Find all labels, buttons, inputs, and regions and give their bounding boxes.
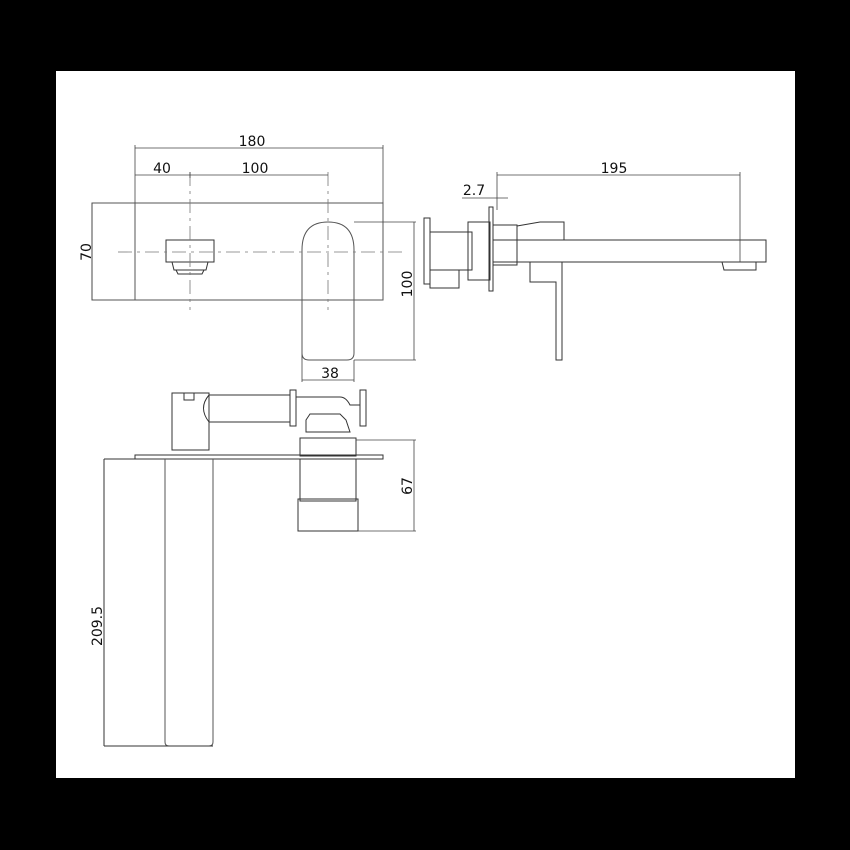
dim-spout-projection: 195 [601,161,628,177]
dim-spout-to-handle: 100 [242,161,269,177]
dim-plate-height: 70 [79,243,95,261]
top-view: 67 209.5 [90,389,416,747]
spout-body [492,239,767,263]
rough-in-body [164,459,214,747]
dim-rough-in-length: 209.5 [90,606,106,646]
side-view: 2.7 195 [423,161,767,361]
dim-handle-width: 38 [321,366,339,382]
dim-spout-offset: 40 [153,161,171,177]
front-view: 180 40 100 70 100 38 [79,134,416,382]
handle-lever [301,221,355,361]
dim-overall-width: 180 [239,134,266,150]
wall-plate-outline [91,202,384,301]
handle-side [529,262,563,361]
wall-plate-top [134,454,384,460]
dim-body-depth: 67 [400,477,416,495]
drawing-sheet [56,71,795,778]
dim-plate-thickness: 2.7 [463,183,485,199]
dim-handle-height: 100 [400,271,416,298]
